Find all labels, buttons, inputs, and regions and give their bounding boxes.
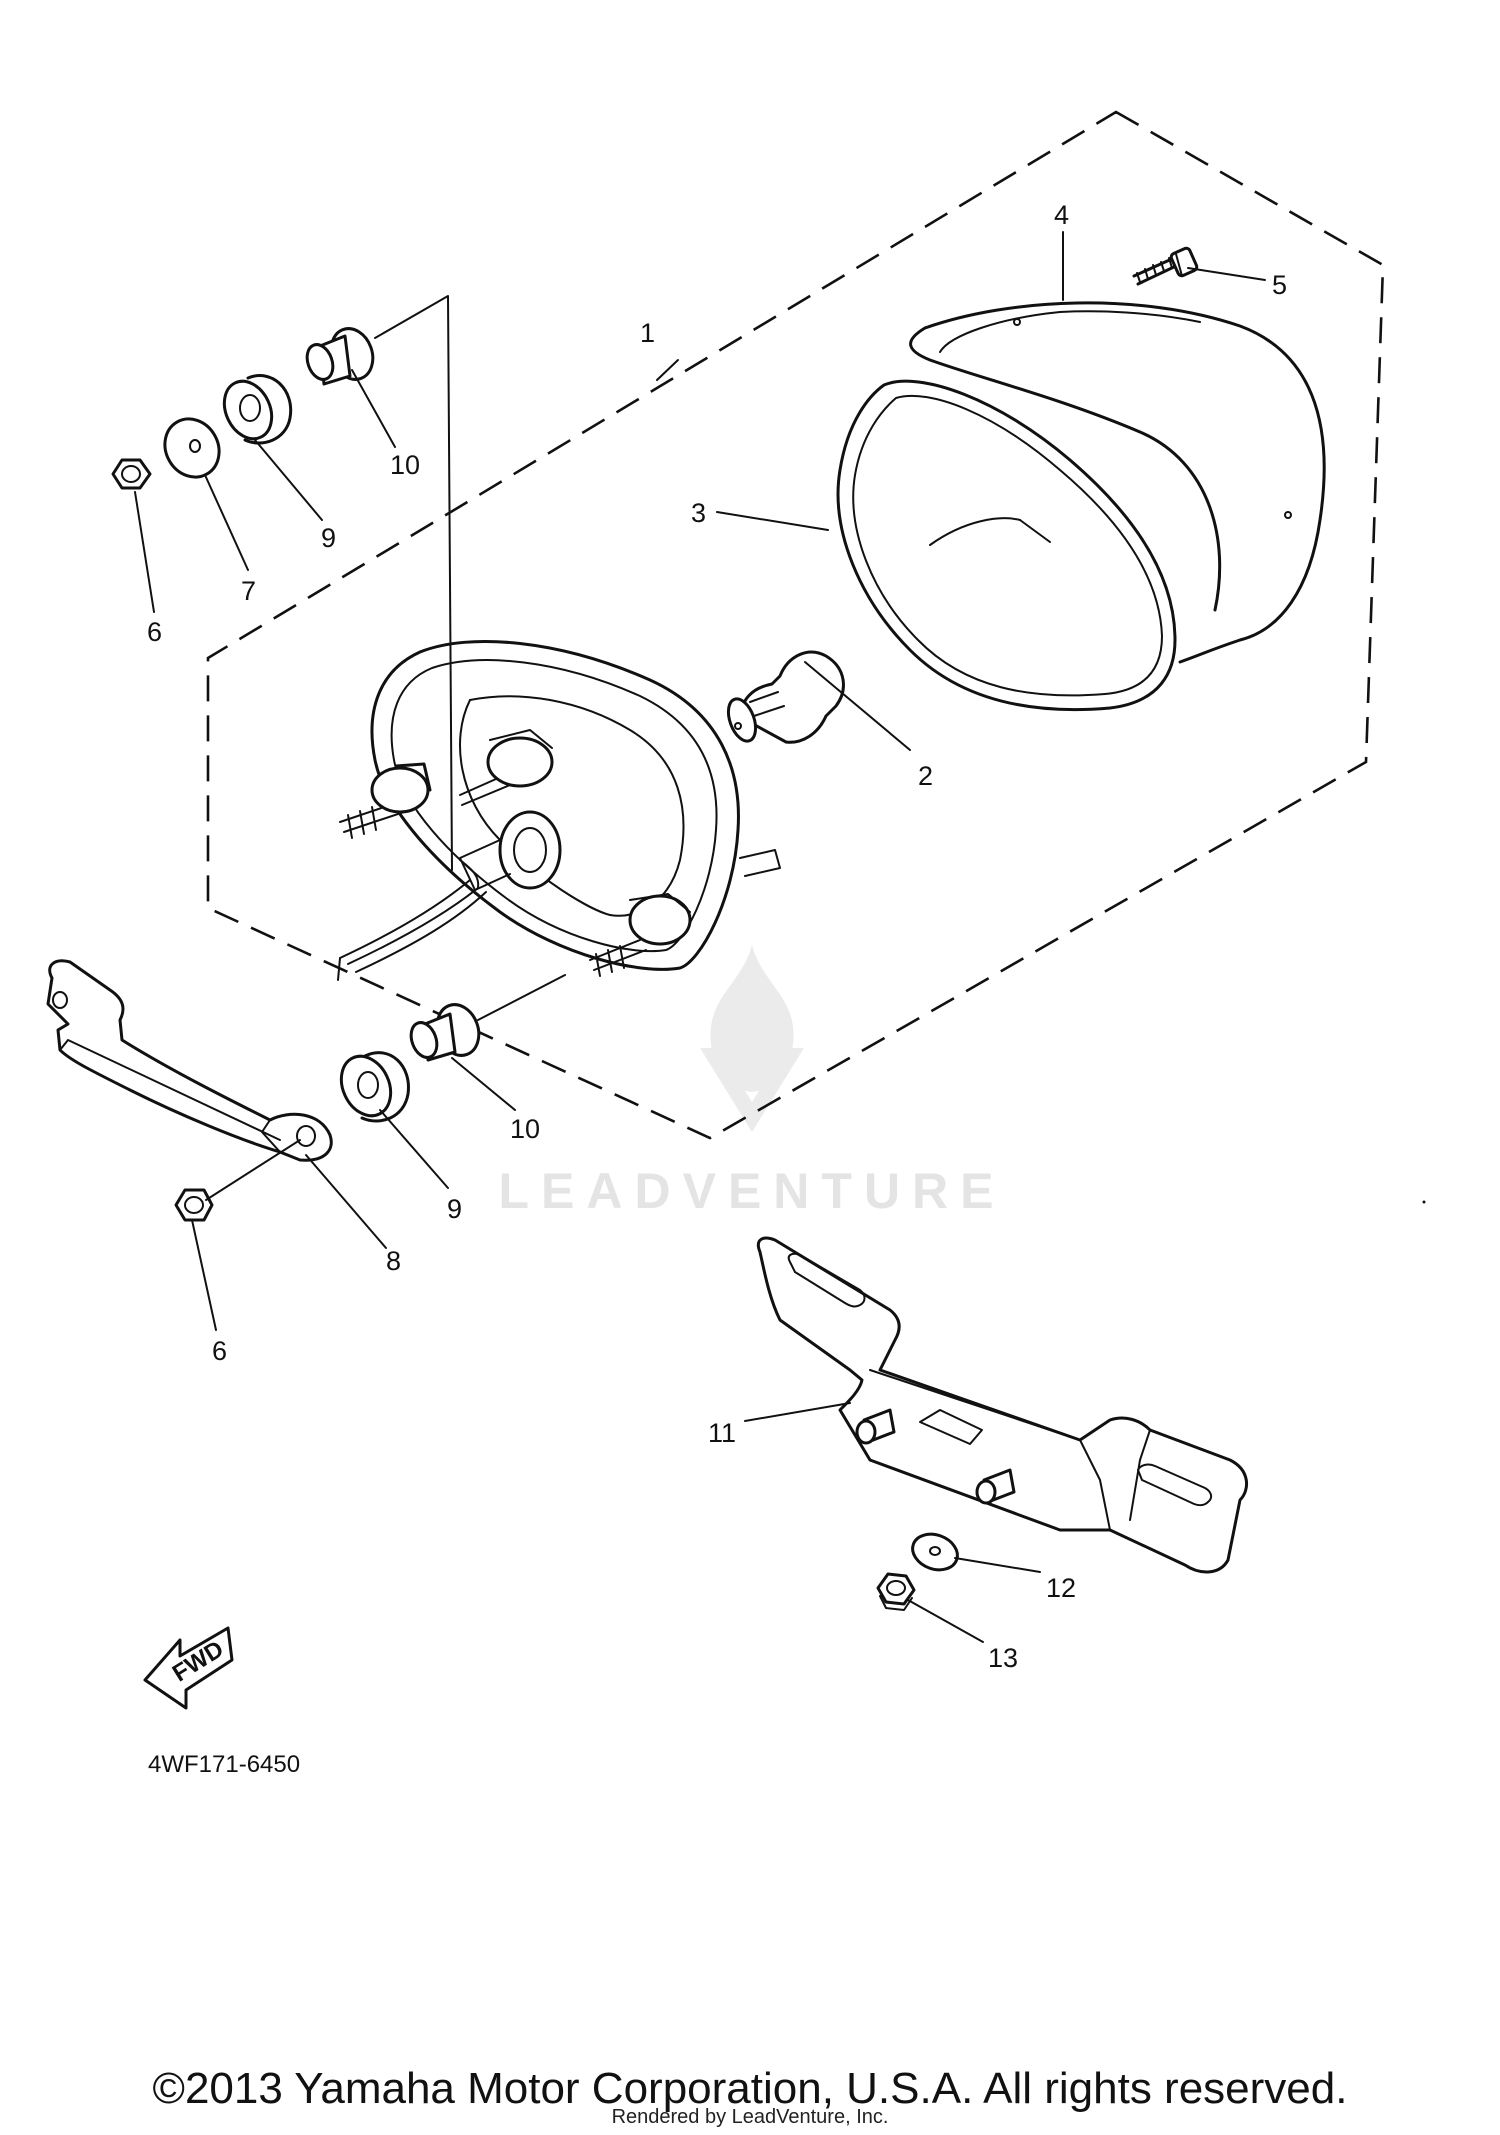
leader-lines — [134, 231, 1266, 1643]
callout-13: 13 — [988, 1643, 1018, 1673]
callout-6-upper: 6 — [147, 617, 162, 647]
fwd-arrow-icon: FWD — [143, 1626, 234, 1710]
callout-11: 11 — [708, 1418, 736, 1448]
callout-10-lower: 10 — [510, 1114, 540, 1144]
callout-9-upper: 9 — [321, 523, 336, 553]
bracket-part — [46, 959, 333, 1162]
leadventure-watermark: LEADVENTURE — [498, 1163, 1005, 1219]
callout-2: 2 — [918, 761, 933, 791]
nut-upper-part — [111, 458, 152, 490]
collar-lower-part — [409, 1003, 481, 1062]
callout-1: 1 — [640, 318, 655, 348]
callout-5: 5 — [1272, 270, 1287, 300]
taillight-base-part — [337, 640, 781, 981]
copyright-notice: ©2013 Yamaha Motor Corporation, U.S.A. A… — [152, 2064, 1348, 2113]
rendered-by-notice: Rendered by LeadVenture, Inc. — [611, 2106, 889, 2128]
housing-ring-part — [909, 301, 1326, 664]
alignment-line-lower — [477, 974, 566, 1021]
callout-3: 3 — [691, 498, 706, 528]
washer-upper-part — [163, 417, 221, 479]
callout-4: 4 — [1054, 200, 1069, 230]
nut-bracket-line — [205, 1139, 301, 1201]
washer-12-part — [911, 1532, 959, 1572]
lens-part — [836, 379, 1177, 712]
speck — [1422, 1200, 1426, 1204]
alignment-line-upper — [374, 295, 453, 871]
leadventure-logo-mark — [700, 945, 804, 1132]
callout-12: 12 — [1046, 1573, 1076, 1603]
license-bracket-part — [756, 1236, 1249, 1574]
assembly-outline — [206, 110, 1385, 1140]
callout-9-lower: 9 — [447, 1194, 462, 1224]
grommet-lower-part — [339, 1051, 410, 1123]
diagram-code: 4WF171-6450 — [148, 1751, 300, 1778]
grommet-upper-part — [222, 374, 293, 445]
callout-8: 8 — [386, 1246, 401, 1276]
collar-upper-part — [305, 327, 375, 386]
callout-7: 7 — [241, 576, 256, 606]
callout-10-upper: 10 — [390, 450, 420, 480]
nut-lower-part — [174, 1188, 214, 1222]
screw-part — [1132, 246, 1199, 286]
bulb-part — [726, 650, 845, 744]
callout-6-lower: 6 — [212, 1336, 227, 1366]
nut-13-part — [876, 1572, 916, 1611]
